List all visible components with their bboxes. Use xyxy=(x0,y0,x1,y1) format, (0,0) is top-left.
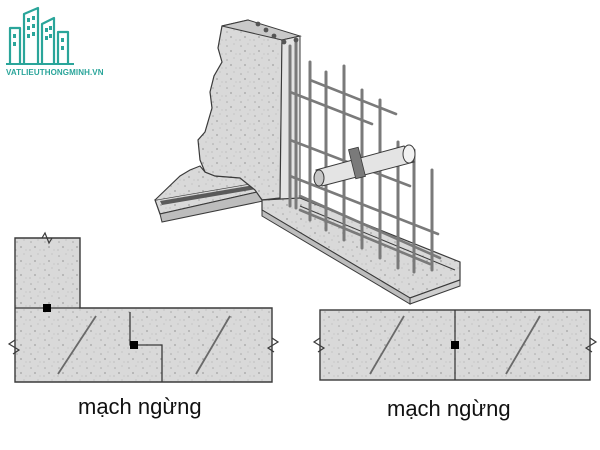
isometric-wall-view xyxy=(154,19,461,305)
footing-left-groove xyxy=(160,184,262,205)
rebar-top-ends xyxy=(255,21,299,45)
right-caption: mạch ngừng xyxy=(387,396,511,421)
break-mark-left xyxy=(7,339,21,355)
pipe-sleeve xyxy=(313,144,416,187)
break-mark-right xyxy=(266,337,280,353)
right-joint-section xyxy=(312,309,598,381)
logo-text: VATLIEUTHONGMINH.VN xyxy=(6,68,104,77)
stepped-joint-line xyxy=(129,312,163,382)
joint-marker xyxy=(130,341,138,349)
wall-face xyxy=(197,19,283,201)
joint-marker xyxy=(451,341,459,349)
break-mark-top xyxy=(41,231,53,245)
left-joint-section xyxy=(7,231,280,383)
horizontal-rebars xyxy=(288,78,442,266)
joint-marker xyxy=(43,304,51,312)
left-caption: mạch ngừng xyxy=(78,394,202,419)
brand-logo: VATLIEUTHONGMINH.VN xyxy=(4,6,108,78)
buildings-logo-icon xyxy=(6,6,74,65)
